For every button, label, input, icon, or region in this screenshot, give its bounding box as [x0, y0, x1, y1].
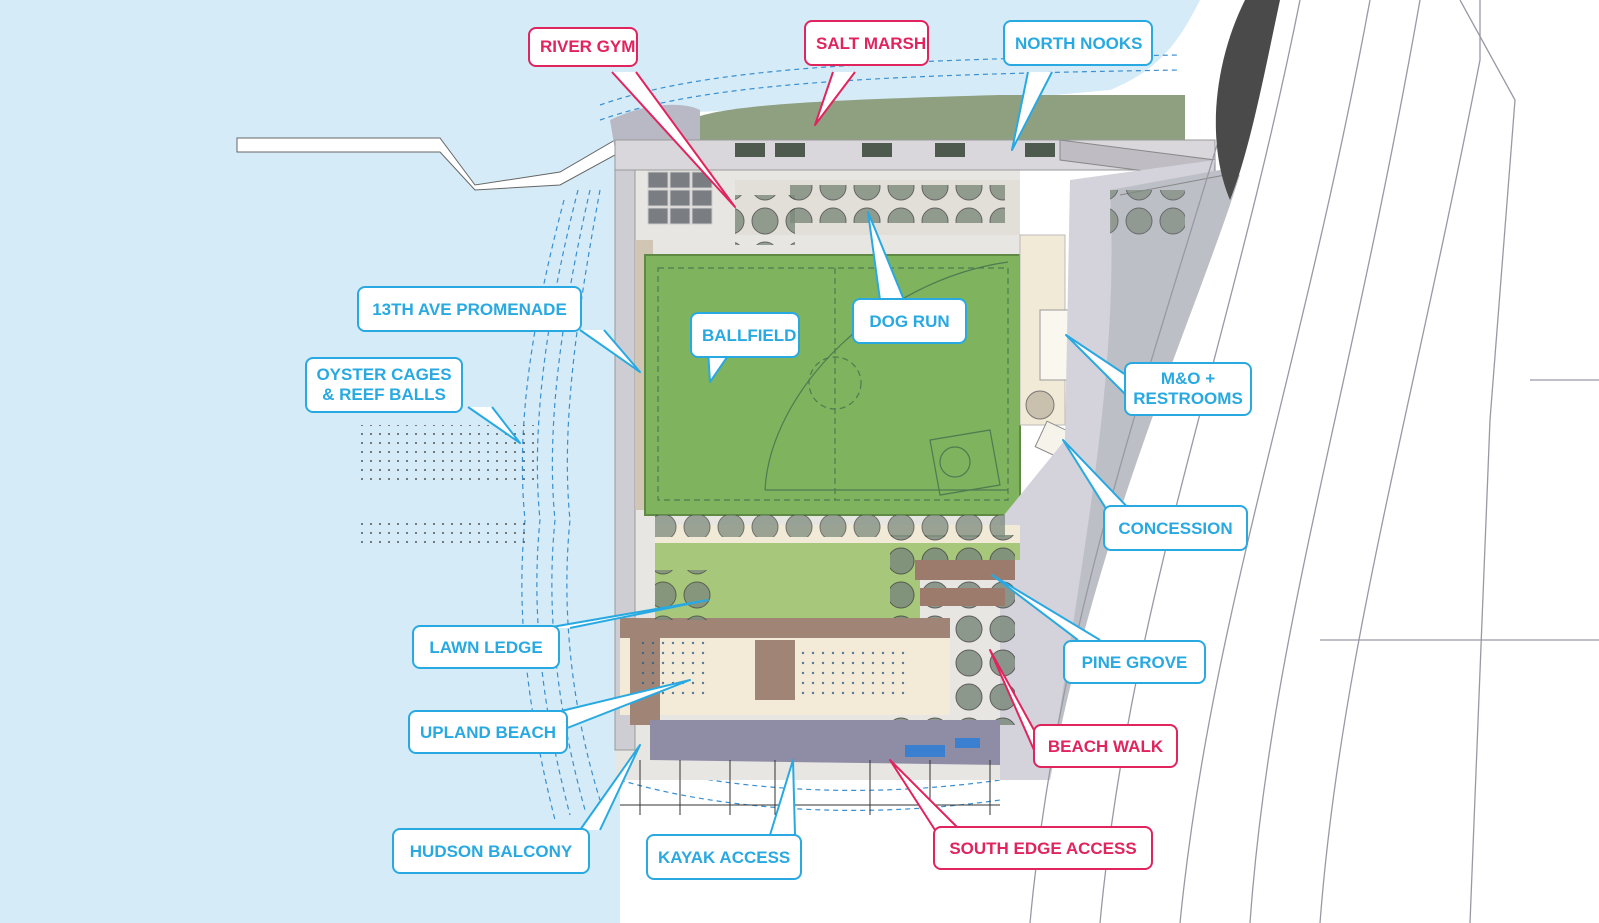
callout-kayak-access: KAYAK ACCESS [646, 834, 802, 880]
north-nooks-label: NORTH NOOKS [1015, 34, 1143, 53]
callout-pine-grove: PINE GROVE [1063, 640, 1206, 684]
callout-concession: CONCESSION [1103, 505, 1248, 551]
oyster-label-line1: OYSTER CAGES [316, 365, 452, 384]
mo-label-line2: RESTROOMS [1133, 389, 1243, 408]
field-lines [657, 267, 1009, 501]
callout-ballfield: BALLFIELD [690, 312, 800, 358]
upland-beach-label: UPLAND BEACH [420, 723, 556, 742]
south-edge-access-label: SOUTH EDGE ACCESS [949, 839, 1137, 858]
callout-pointers [467, 71, 1136, 836]
south-edge [650, 720, 1000, 765]
river-gym-label: RIVER GYM [540, 37, 636, 56]
callout-mo-restrooms: M&O + RESTROOMS [1124, 362, 1252, 416]
callout-upland-beach: UPLAND BEACH [408, 710, 568, 754]
callout-north-nooks: NORTH NOOKS [1003, 20, 1153, 66]
kayak-piles [620, 760, 1000, 815]
callout-dog-run: DOG RUN [852, 298, 967, 344]
reef-balls [355, 425, 535, 545]
callout-south-edge-access: SOUTH EDGE ACCESS [933, 826, 1153, 870]
ballfield-area [644, 254, 1021, 516]
hudson-balcony-label: HUDSON BALCONY [409, 842, 573, 861]
beach-walk-label: BEACH WALK [1047, 737, 1164, 756]
dog-run-label: DOG RUN [869, 312, 950, 331]
river-gym-grid [647, 171, 713, 225]
callout-hudson-balcony: HUDSON BALCONY [392, 828, 590, 874]
callout-beach-walk: BEACH WALK [1033, 724, 1178, 768]
callout-13th-ave-promenade: 13TH AVE PROMENADE [357, 286, 582, 332]
salt-marsh-label: SALT MARSH [816, 34, 927, 53]
oyster-label-line2: & REEF BALLS [322, 385, 446, 404]
salt-marsh-area [690, 95, 1185, 150]
kayak-access-label: KAYAK ACCESS [658, 848, 791, 867]
callout-river-gym: RIVER GYM [528, 27, 638, 67]
concession-label: CONCESSION [1118, 519, 1233, 538]
mo-label-line1: M&O + [1160, 369, 1216, 388]
hudson-river [0, 0, 1200, 923]
callout-oyster-cages: OYSTER CAGES & REEF BALLS [305, 357, 463, 413]
ballfield-label: BALLFIELD [702, 326, 797, 345]
pine-grove-label: PINE GROVE [1081, 653, 1188, 672]
promenade-label: 13TH AVE PROMENADE [372, 300, 567, 319]
callout-lawn-ledge: LAWN LEDGE [412, 625, 560, 669]
street-lines [1029, 0, 1599, 923]
callout-salt-marsh: SALT MARSH [804, 20, 929, 66]
lawn-ledge-label: LAWN LEDGE [429, 638, 543, 657]
